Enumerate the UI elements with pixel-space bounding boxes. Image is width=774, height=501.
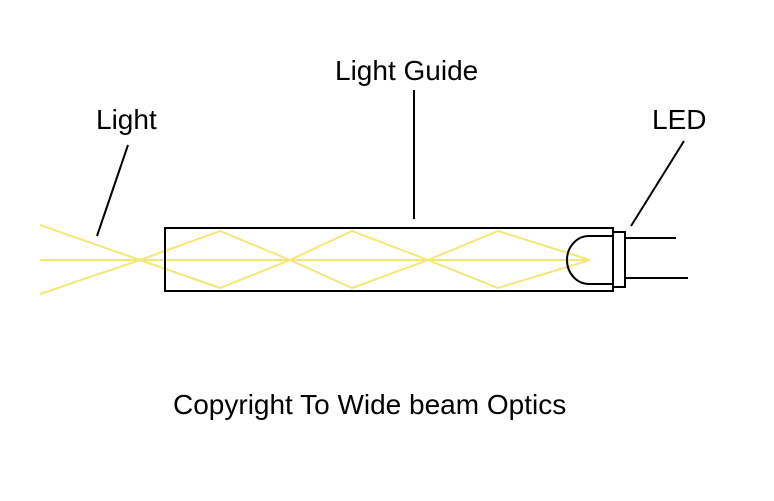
light-label: Light xyxy=(96,104,157,135)
led-component xyxy=(566,231,688,288)
light-rays xyxy=(39,224,591,295)
led-label: LED xyxy=(652,104,707,135)
led-dome xyxy=(566,235,612,285)
leader-light xyxy=(96,144,129,237)
light-guide-label: Light Guide xyxy=(335,55,479,86)
ray-zigzag-upper xyxy=(39,224,591,261)
leader-led xyxy=(630,140,685,227)
ray-zigzag-lower xyxy=(39,259,591,295)
copyright-notice: Copyright To Wide beam Optics xyxy=(173,389,567,420)
led-flange xyxy=(612,231,626,288)
leader-lines xyxy=(96,90,685,237)
